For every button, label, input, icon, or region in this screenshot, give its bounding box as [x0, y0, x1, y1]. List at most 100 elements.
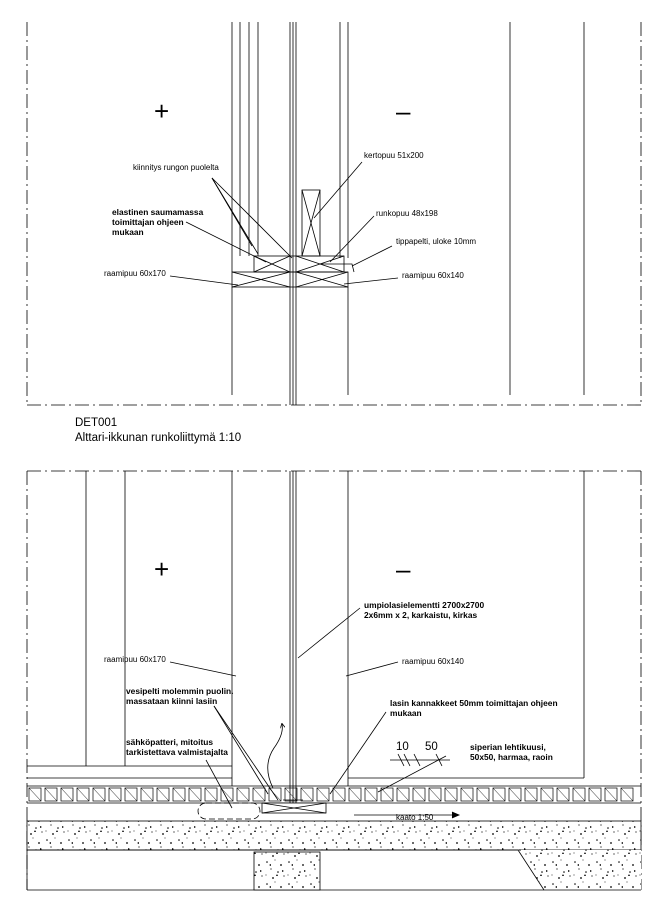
deck-board-cross — [140, 787, 154, 802]
deck-board-cross — [476, 787, 490, 802]
plus-sign-bottom: + — [154, 554, 169, 584]
label-sahko-2: tarkistettava valmistajalta — [126, 747, 228, 757]
deck-board-cross — [380, 787, 394, 802]
deck-board-cross — [124, 787, 138, 802]
bottom-detail — [26, 470, 642, 890]
deck-board — [108, 787, 122, 802]
label-kertopuu: kertopuu 51x200 — [364, 151, 424, 160]
deck-board — [268, 787, 282, 802]
deck-board-cross — [316, 787, 330, 802]
deck-board-cross — [60, 787, 74, 802]
deck-board-cross — [444, 787, 458, 802]
deck-board — [604, 787, 618, 802]
deck-board — [556, 787, 570, 802]
deck-board — [396, 787, 410, 802]
deck-board-cross — [348, 787, 362, 802]
deck-board-cross — [524, 787, 538, 802]
minus-sign-bottom: – — [396, 554, 411, 584]
deck-board — [572, 787, 586, 802]
label-vesipelti-2: massataan kiinni lasiin — [126, 696, 217, 706]
deck-board-cross — [588, 787, 602, 802]
label-kaato: kaato 1:50 — [396, 813, 434, 822]
dimension-50: 50 — [425, 741, 438, 753]
deck-board-cross — [204, 787, 218, 802]
deck-board-cross — [92, 787, 106, 802]
deck-board-cross — [620, 787, 634, 802]
label-elastinen-1: elastinen saumamassa — [112, 207, 204, 217]
label-raamipuu-left-top: raamipuu 60x170 — [104, 269, 166, 278]
label-elastinen-2: toimittajan ohjeen — [112, 217, 184, 227]
bottom-structure — [26, 607, 642, 891]
deck-board-cross — [300, 787, 314, 802]
deck-board — [540, 787, 554, 802]
label-siperian-2: 50x50, harmaa, raoin — [470, 752, 553, 762]
deck-board — [508, 787, 522, 802]
label-lasin-2: mukaan — [390, 708, 422, 718]
label-raamipuu-right-bottom: raamipuu 60x140 — [402, 657, 464, 666]
deck-board — [252, 787, 266, 802]
deck-board — [316, 787, 330, 802]
deck-board — [188, 787, 202, 802]
dimension-10: 10 — [396, 741, 409, 753]
deck-board — [140, 787, 154, 802]
label-sahko-1: sähköpatteri, mitoitus — [126, 737, 213, 747]
deck-board-cross — [460, 787, 474, 802]
label-raamipuu-right-top: raamipuu 60x140 — [402, 271, 464, 280]
top-detail-labels: + – kiinnitys rungon puolelta elastinen … — [104, 96, 476, 280]
label-elastinen-3: mukaan — [112, 227, 144, 237]
deck-board — [172, 787, 186, 802]
deck-board — [204, 787, 218, 802]
bottom-detail-labels: + – umpiolasielementti 2700x2700 2x6mm x… — [104, 554, 558, 822]
detail-code: DET001 — [75, 417, 117, 429]
deck-board-cross — [284, 787, 298, 802]
deck-board — [412, 787, 426, 802]
deck-board — [44, 787, 58, 802]
label-umpio-1: umpiolasielementti 2700x2700 — [364, 600, 484, 610]
deck-board-cross — [332, 787, 346, 802]
deck-board — [76, 787, 90, 802]
deck-board-cross — [28, 787, 42, 802]
deck-board-cross — [364, 787, 378, 802]
deck-board-cross — [556, 787, 570, 802]
label-kiinnitys: kiinnitys rungon puolelta — [133, 163, 219, 172]
deck-board-cross — [604, 787, 618, 802]
label-vesipelti-1: vesipelti molemmin puolin. — [126, 686, 234, 696]
deck-board-cross — [220, 787, 234, 802]
deck-board-cross — [252, 787, 266, 802]
deck-board-cross — [396, 787, 410, 802]
label-siperian-1: siperian lehtikuusi, — [470, 742, 546, 752]
label-raamipuu-left-bottom: raamipuu 60x170 — [104, 655, 166, 664]
deck-board-cross — [236, 787, 250, 802]
deck-board-cross — [44, 787, 58, 802]
deck-board — [124, 787, 138, 802]
deck-board-cross — [172, 787, 186, 802]
detail-title: Alttari-ikkunan runkoliittymä 1:10 — [75, 432, 241, 444]
deck-board — [28, 787, 42, 802]
plus-sign-top: + — [154, 96, 169, 126]
deck-board — [156, 787, 170, 802]
deck-board-cross — [188, 787, 202, 802]
deck-board-cross — [156, 787, 170, 802]
deck-board — [492, 787, 506, 802]
deck-boards — [28, 787, 634, 802]
deck-board-cross — [540, 787, 554, 802]
deck-board — [236, 787, 250, 802]
deck-board — [524, 787, 538, 802]
deck-board — [92, 787, 106, 802]
deck-board-cross — [76, 787, 90, 802]
deck-board — [364, 787, 378, 802]
deck-board — [220, 787, 234, 802]
top-detail — [26, 22, 642, 406]
deck-board-cross — [492, 787, 506, 802]
label-umpio-2: 2x6mm x 2, karkaistu, kirkas — [364, 610, 477, 620]
deck-board — [428, 787, 442, 802]
deck-board — [300, 787, 314, 802]
deck-board — [460, 787, 474, 802]
deck-board — [476, 787, 490, 802]
deck-board-cross — [108, 787, 122, 802]
deck-board — [60, 787, 74, 802]
label-runkopuu: runkopuu 48x198 — [376, 209, 438, 218]
minus-sign-top: – — [396, 96, 411, 126]
deck-board-cross — [428, 787, 442, 802]
